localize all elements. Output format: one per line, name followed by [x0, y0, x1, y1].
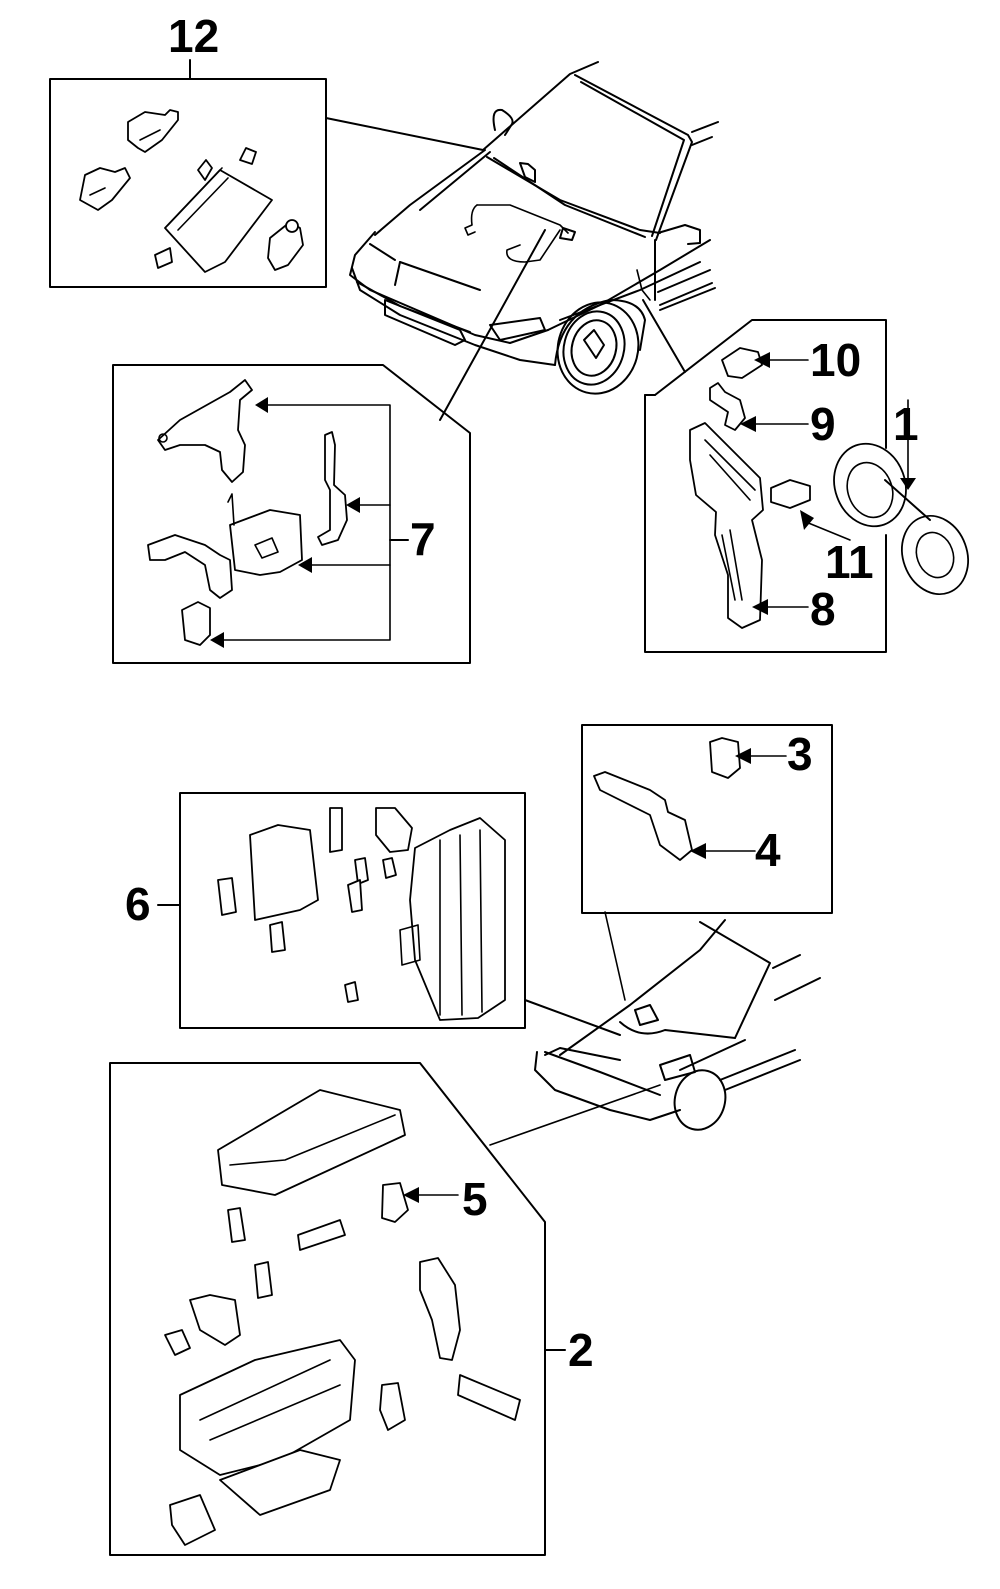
car-front-view-bottom — [489, 919, 821, 1146]
callout-labels: 12 10 9 1 7 11 8 3 4 6 5 2 — [125, 10, 919, 1376]
callout-arrows — [210, 352, 916, 1203]
relay-box-main — [109, 1062, 566, 1556]
cowl-relay-assembly — [49, 59, 484, 288]
callout-10: 10 — [810, 334, 861, 386]
callout-1: 1 — [893, 398, 919, 450]
bracket-module-assembly — [112, 229, 546, 664]
callout-8: 8 — [810, 583, 836, 635]
fuse-box-interior — [157, 792, 621, 1036]
car-front-view-top — [349, 61, 719, 395]
fender-bracket-assembly — [642, 299, 969, 653]
hood-switch-assembly — [581, 724, 833, 1001]
callout-4: 4 — [755, 824, 781, 876]
callout-3: 3 — [787, 728, 813, 780]
callout-7: 7 — [410, 513, 436, 565]
callout-6: 6 — [125, 878, 151, 930]
callout-12: 12 — [168, 10, 219, 62]
callout-2: 2 — [568, 1324, 594, 1376]
callout-9: 9 — [810, 398, 836, 450]
callout-11: 11 — [825, 536, 874, 588]
callout-5: 5 — [462, 1173, 488, 1225]
